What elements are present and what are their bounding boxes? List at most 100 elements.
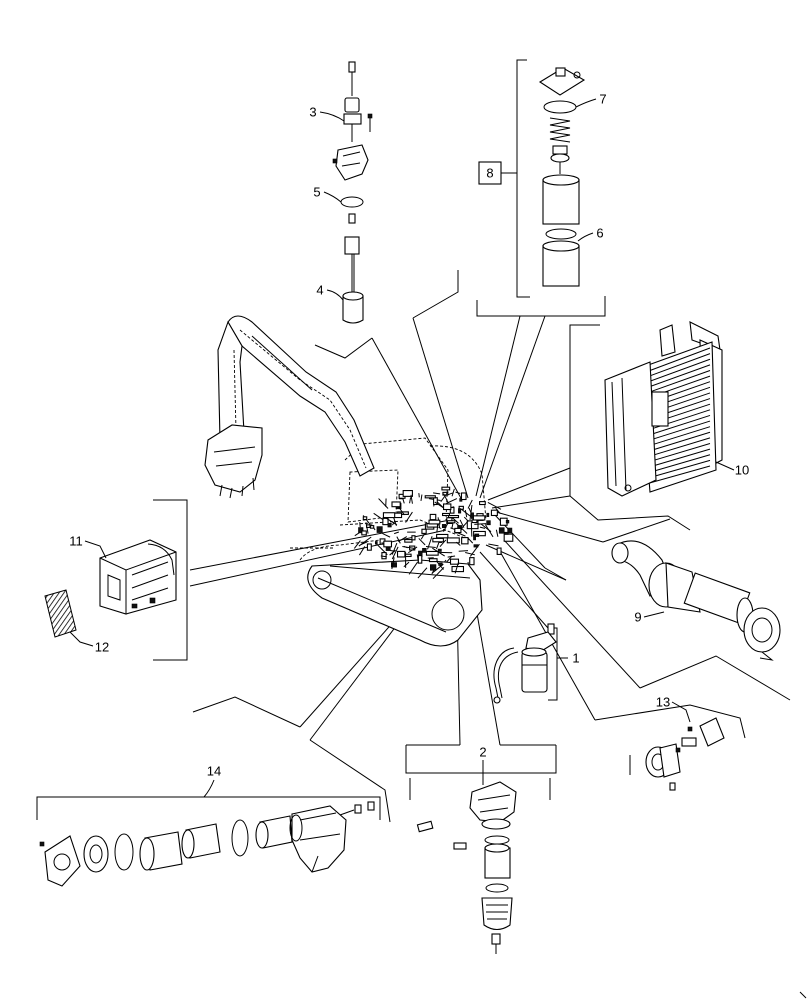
radiator-fin-line [645,443,711,464]
callout-12: 12 [95,640,109,655]
callout-3: 3 [309,105,316,120]
o-ring [545,228,577,240]
radiator-fin-line [645,437,711,458]
engine-detail-stroke [427,536,433,550]
engine-detail-stroke [429,513,437,521]
engine-detail-stroke [455,522,468,534]
engine-detail-stroke [441,486,451,491]
part-water-separator [405,745,557,954]
engine-detail-stroke [443,493,449,503]
engine-detail-stroke [391,557,395,570]
engine-detail-stroke [403,561,410,568]
engine-detail-stroke [417,567,428,579]
engine-detail-stroke [503,533,514,542]
engine-detail-stroke [396,536,401,544]
engine-detail-stroke [369,525,375,529]
engine-detail-stroke [455,491,461,494]
engine-detail-stroke [472,515,486,521]
engine-detail-stroke [361,530,367,536]
engine-detail-stroke [458,550,469,552]
engine-detail-stroke [407,546,418,554]
callout-11: 11 [69,534,83,549]
track-frame [307,559,483,647]
part-air-cleaner [611,540,781,661]
float [342,295,364,324]
engine-detail-stroke [474,523,487,525]
part-air-intake-assembly [36,779,381,887]
engine-detail-stroke [430,564,437,571]
engine-detail-stroke [398,536,408,542]
engine-detail-stroke [484,524,494,538]
o-ring [484,835,510,845]
filter-element [484,847,511,879]
engine-detail-stroke [391,562,397,568]
callout-7: 7 [599,92,606,107]
engine-detail-stroke [473,544,479,548]
engine-detail-stroke [420,533,425,540]
engine-detail-stroke [458,508,462,514]
engine-detail-stroke [505,520,510,524]
engine-detail-stroke [495,529,499,537]
engine-detail-stroke [418,538,426,546]
engine-detail-stroke [428,519,441,525]
engine-detail-stroke [422,547,427,553]
engine-detail-stroke [366,524,371,528]
engine-detail-stroke [479,501,486,506]
engine-detail-stroke [396,550,406,558]
engine-detail-stroke [391,542,398,555]
callout-4: 4 [316,283,323,298]
engine-detail-stroke [362,516,368,521]
engine-detail-stroke [391,546,399,560]
engine-detail-stroke [446,520,456,524]
engine-detail-stroke [378,498,389,509]
engine-detail-stroke [390,550,396,552]
engine-detail-stroke [488,543,499,547]
engine-detail-stroke [447,555,456,558]
part-radiator [604,321,735,497]
engine-detail-stroke [382,512,396,519]
engine-detail-stroke [451,522,454,529]
radiator-fin-line [645,414,711,437]
engine-detail-stroke [449,558,460,565]
callout-9: 9 [634,610,641,625]
engine-detail-stroke [405,511,413,523]
engine-detail-stroke [420,494,423,501]
engine-detail-stroke [358,527,364,534]
engine-detail-stroke [447,515,460,519]
filter-element-upper [542,179,580,225]
callout-10: 10 [735,463,749,478]
radiator-fin-line [645,448,711,469]
engine-detail-stroke [473,530,486,537]
engine-detail-stroke [469,557,475,566]
engine-detail-stroke [380,555,387,558]
callout-2: 2 [479,745,486,760]
engine-detail-stroke [382,533,391,538]
engine-detail-stroke [479,526,486,529]
engine-detail-stroke [440,491,449,503]
engine-detail-stroke [410,494,413,504]
engine-detail-stroke [394,531,399,535]
o-ring [340,196,364,208]
engine-detail-stroke [436,533,449,539]
engine-detail-stroke [409,497,412,504]
engine-detail-stroke [411,535,416,541]
engine-detail-stroke [360,541,368,546]
engine-detail-stroke [398,506,405,516]
engine-detail-stroke [433,492,441,495]
o-ring [485,883,509,893]
engine-compartment-detail [353,486,514,580]
end-cap [743,607,781,653]
engine-detail-stroke [438,562,443,566]
radiator-fin-line [645,353,711,378]
engine-detail-stroke [402,490,413,497]
engine-detail-stroke [376,526,383,533]
engine-detail-stroke [443,503,452,511]
engine-detail-stroke [446,537,460,544]
part-control-unit [44,499,188,661]
engine-detail-stroke [498,527,505,534]
engine-detail-stroke [496,547,502,555]
boom [227,315,375,477]
part-fuel-filter [493,623,568,704]
engine-detail-stroke [504,531,509,535]
